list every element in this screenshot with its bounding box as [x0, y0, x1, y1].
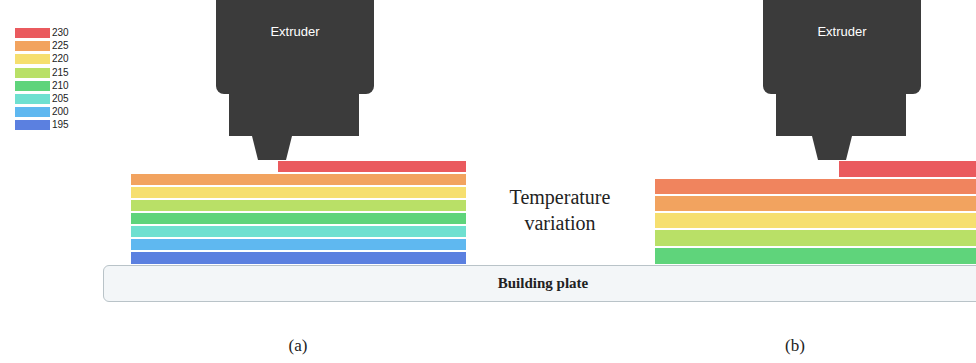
- legend-value: 195: [52, 120, 69, 130]
- legend-swatch: [15, 107, 50, 117]
- legend-value: 225: [52, 41, 69, 51]
- nozzle: [252, 136, 292, 160]
- layer-stack: [131, 161, 466, 264]
- legend-swatch: [15, 28, 50, 38]
- node-text: Building plate: [498, 275, 588, 292]
- building-plate: Building plate: [103, 265, 976, 302]
- legend-swatch: [15, 120, 50, 130]
- legend-swatch: [15, 94, 50, 104]
- legend-value: 200: [52, 107, 69, 117]
- subfigure-label: (b): [775, 336, 815, 356]
- extruder-body: Extruder: [763, 0, 921, 94]
- legend-value: 215: [52, 68, 69, 78]
- layer-stack: [655, 161, 976, 264]
- extruder-neck: [776, 92, 906, 136]
- annotation-text: Temperature variation: [480, 184, 640, 236]
- legend-value: 205: [52, 94, 69, 104]
- legend-value: 210: [52, 81, 69, 91]
- legend-swatch: [15, 41, 50, 51]
- subfigure-label: (a): [278, 336, 318, 356]
- legend-swatch: [15, 68, 50, 78]
- nozzle: [812, 136, 852, 160]
- legend-value: 230: [52, 28, 69, 38]
- legend-swatch: [15, 54, 50, 64]
- legend-swatch: [15, 81, 50, 91]
- node-text: Extruder: [270, 24, 319, 39]
- node-text: Extruder: [817, 24, 866, 39]
- extruder-body: Extruder: [216, 0, 374, 94]
- legend-value: 220: [52, 54, 69, 64]
- extruder-neck: [229, 92, 359, 136]
